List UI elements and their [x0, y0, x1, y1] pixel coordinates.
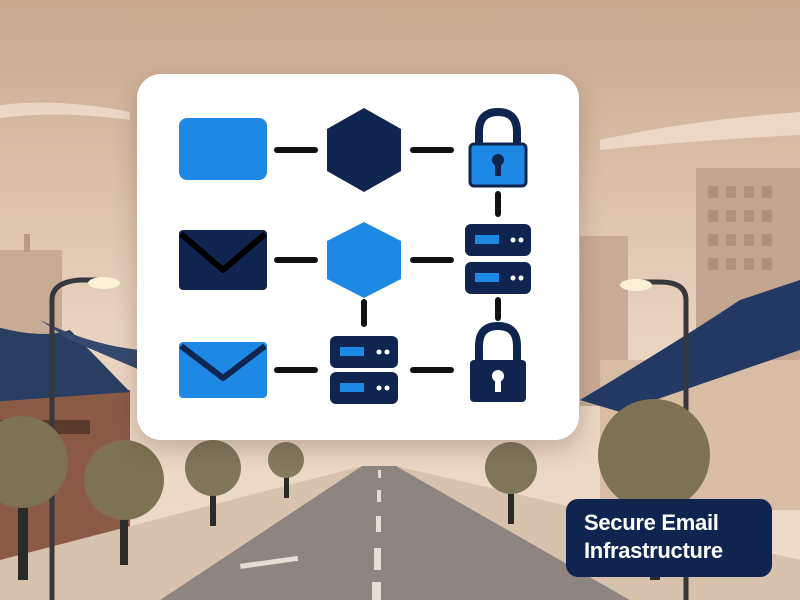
- street-lamp-right: [636, 279, 689, 600]
- diagram-card: [137, 74, 579, 440]
- blue-lock-icon: [468, 107, 528, 188]
- cloud: [600, 112, 800, 150]
- navy-hexagon-icon: [327, 108, 401, 192]
- security-diagram: [179, 107, 531, 404]
- lane-markings: [239, 470, 381, 600]
- building-windows: [708, 186, 772, 270]
- sidewalk-left: [0, 466, 362, 600]
- blue-envelope-icon: [179, 342, 267, 398]
- caption-line-2: Infrastructure: [584, 538, 723, 563]
- tiled-roof-left-2: [40, 320, 140, 370]
- lamp-light: [88, 277, 120, 289]
- caption-badge: Secure Email Infrastructure: [566, 499, 772, 577]
- road: [160, 466, 630, 600]
- tiled-roof-left: [0, 327, 130, 402]
- street-lamp-left: [49, 277, 104, 600]
- lamp-light: [620, 279, 652, 291]
- antenna: [24, 234, 30, 252]
- cloud: [0, 102, 130, 120]
- blue-box-icon: [179, 118, 267, 180]
- connectors: [274, 147, 501, 373]
- blue-hexagon-icon: [327, 222, 401, 298]
- server-stack-icon: [330, 336, 398, 404]
- navy-lock-icon: [470, 321, 526, 402]
- caption-line-1: Secure Email: [584, 510, 719, 535]
- tiled-roof-right: [580, 280, 800, 412]
- navy-envelope-icon: [179, 230, 267, 290]
- server-stack-icon: [465, 224, 531, 294]
